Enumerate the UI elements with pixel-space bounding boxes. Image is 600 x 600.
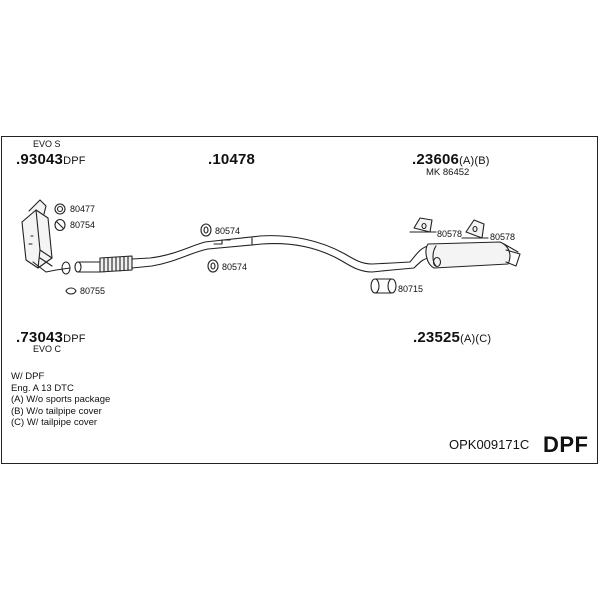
part-80754-label: 80754	[70, 220, 96, 230]
kit-type-badge: DPF	[543, 432, 589, 457]
part-80477-label: 80477	[70, 204, 96, 214]
clamp-80755	[65, 287, 77, 295]
part-73043: .73043DPF	[16, 330, 86, 345]
note-item: Eng. A 13 DTC	[11, 382, 74, 394]
part-80715-label: 80715	[398, 284, 424, 294]
note-item: (C) W/ tailpipe cover	[11, 417, 98, 428]
part-23525: .23525(A)(C)	[413, 330, 491, 345]
front-pipe	[74, 235, 393, 273]
notes-list: W/ DPF Eng. A 13 DTC (A) W/o sports pack…	[11, 371, 110, 429]
part-10478-number: .10478	[208, 151, 256, 168]
note-item: (B) W/o tailpipe cover	[11, 405, 102, 417]
mk-label: MK 86452	[426, 167, 470, 178]
catalytic-converter-dpf	[21, 199, 71, 275]
gasket-80477	[54, 203, 66, 215]
part-23606-number: .23606	[412, 151, 460, 168]
diagram-frame	[1, 136, 598, 464]
hanger-80574-a	[200, 223, 212, 237]
part-23525-number: .23525	[413, 329, 461, 346]
part-23525-suffix: (A)(C)	[460, 333, 492, 345]
part-73043-number: .73043	[16, 329, 64, 346]
rear-silencer	[391, 241, 521, 271]
clamp-80715	[370, 278, 397, 294]
part-80574-label-b: 80574	[222, 262, 248, 272]
part-23606: .23606(A)(B)	[412, 152, 490, 167]
hanger-80578-a	[409, 217, 437, 233]
part-93043-suffix: DPF	[63, 155, 86, 167]
part-23606-suffix: (A)(B)	[459, 155, 490, 167]
note-item: W/ DPF	[11, 371, 45, 382]
part-80578-label-a: 80578	[437, 229, 463, 239]
evo-s-label: EVO S	[33, 139, 61, 149]
kit-code: OPK009171C	[449, 437, 530, 452]
gasket-80754	[54, 218, 66, 232]
part-80755-label: 80755	[80, 286, 106, 296]
part-10478: .10478	[208, 152, 255, 167]
hanger-80578-b	[461, 219, 489, 239]
hanger-80574-b	[207, 259, 219, 273]
part-73043-suffix: DPF	[63, 333, 86, 345]
part-80578-label-b: 80578	[490, 232, 516, 242]
part-93043: .93043DPF	[16, 152, 86, 167]
part-80574-label-a: 80574	[215, 226, 241, 236]
note-item: (A) W/o sports package	[11, 394, 111, 405]
part-93043-number: .93043	[16, 151, 64, 168]
evo-c-label: EVO C	[33, 344, 62, 354]
